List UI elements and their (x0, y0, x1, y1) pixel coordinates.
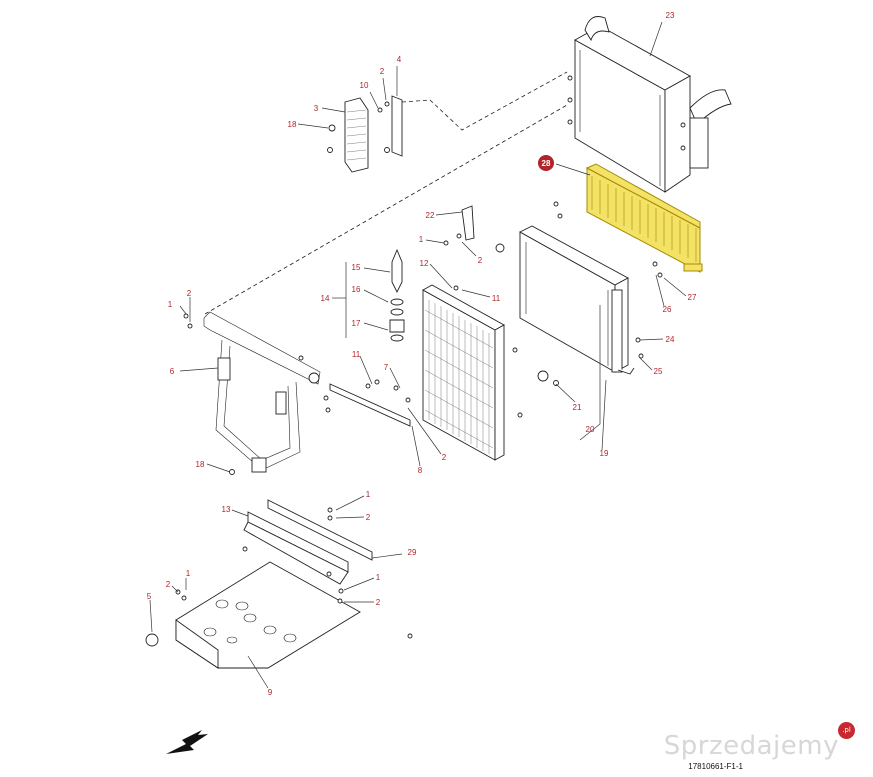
bracket-part-4[interactable] (377, 95, 403, 157)
callout-8: 8 (418, 466, 423, 475)
callout-22: 22 (426, 211, 435, 220)
callout-1: 1 (376, 573, 381, 582)
callout-11: 11 (492, 294, 501, 303)
callout-2: 2 (187, 289, 192, 298)
callout-26: 26 (663, 305, 672, 314)
mounting-rail-part-8[interactable] (329, 379, 411, 427)
callout-17: 17 (352, 319, 361, 328)
condenser-core[interactable] (422, 284, 523, 461)
watermark-text: Sprzedajemy (663, 731, 839, 761)
callout-4: 4 (397, 55, 402, 64)
callout-28: 28 (542, 159, 551, 168)
skid-plate-part-9[interactable] (145, 546, 413, 669)
angle-bracket-part-29[interactable] (267, 499, 373, 561)
callout-19: 19 (600, 449, 609, 458)
callout-24: 24 (666, 335, 675, 344)
bracket-part-22[interactable] (443, 205, 475, 246)
callout-2: 2 (366, 513, 371, 522)
oil-cooler-part-3[interactable] (327, 97, 390, 173)
callout-20: 20 (586, 425, 595, 434)
support-frame-part-6[interactable] (183, 311, 331, 475)
watermark-badge: .pl (838, 722, 855, 739)
radiator-part-19[interactable] (495, 225, 644, 386)
callout-2: 2 (376, 598, 381, 607)
callout-21: 21 (573, 403, 582, 412)
callout-1: 1 (186, 569, 191, 578)
callout-28-badge: 28 (538, 155, 554, 171)
callout-6: 6 (170, 367, 175, 376)
callout-5: 5 (147, 592, 152, 601)
callout-18: 18 (288, 120, 297, 129)
callout-2: 2 (478, 256, 483, 265)
callout-1: 1 (366, 490, 371, 499)
callout-9: 9 (268, 688, 273, 697)
cooler-part-28-highlighted[interactable] (553, 163, 703, 278)
callout-15: 15 (352, 263, 361, 272)
callout-13: 13 (222, 505, 231, 514)
callout-25: 25 (654, 367, 663, 376)
callout-18: 18 (196, 460, 205, 469)
callout-23: 23 (666, 11, 675, 20)
arrow-down-left-icon (166, 730, 208, 754)
callout-11: 11 (352, 350, 361, 359)
callout-10: 10 (360, 81, 369, 90)
intercooler-part-23[interactable] (567, 16, 732, 193)
callout-7: 7 (384, 363, 389, 372)
callout-3: 3 (314, 104, 319, 113)
assembly-dashed-lines (204, 71, 568, 315)
callout-2: 2 (442, 453, 447, 462)
callout-1: 1 (168, 300, 173, 309)
receiver-drier-part-15[interactable] (389, 248, 405, 342)
callout-labels: 23 10 2 4 3 18 28 22 1 2 15 12 11 14 16 … (147, 11, 697, 697)
callout-1: 1 (419, 235, 424, 244)
angle-bracket-part-13[interactable] (243, 511, 349, 585)
callout-16: 16 (352, 285, 361, 294)
callout-27: 27 (688, 293, 697, 302)
callout-14: 14 (321, 294, 330, 303)
drawing-code: 17810661-F1-1 (688, 762, 743, 771)
callout-2: 2 (166, 580, 171, 589)
callout-leaders (149, 21, 687, 689)
callout-29: 29 (408, 548, 417, 557)
callout-2: 2 (380, 67, 385, 76)
callout-12: 12 (420, 259, 429, 268)
